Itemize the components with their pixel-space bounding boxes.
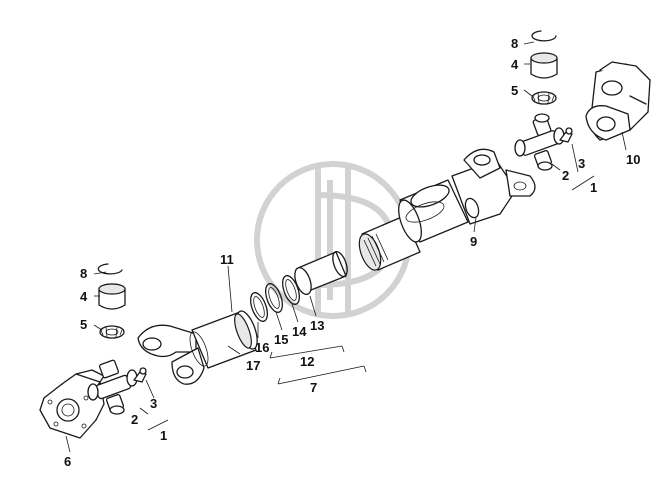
- callout-13: 13: [310, 318, 324, 333]
- cross-journal-left-2: [87, 359, 138, 415]
- seal-ring-15: [265, 283, 283, 313]
- callout-1-right: 1: [590, 180, 597, 195]
- bearing-cup-right-4: [530, 52, 558, 79]
- bearing-cup-left-4: [98, 283, 126, 310]
- seal-left-5: [99, 325, 125, 339]
- flange-yoke-left-6: [39, 369, 105, 439]
- callout-8-left: 8: [80, 266, 87, 281]
- callout-2-right: 2: [562, 168, 569, 183]
- callout-4-left: 4: [80, 289, 88, 304]
- callout-14: 14: [292, 324, 307, 339]
- tube-section: [398, 179, 469, 243]
- cross-journal-right-2: [514, 113, 565, 171]
- dust-sleeve-13: [294, 250, 348, 296]
- leader-lines: [65, 41, 627, 453]
- grease-fitting-left-3: [133, 367, 147, 383]
- callout-16: 16: [255, 340, 269, 355]
- callout-12: 12: [300, 354, 314, 369]
- callout-7: 7: [310, 380, 317, 395]
- callout-10: 10: [626, 152, 640, 167]
- callout-6: 6: [64, 454, 71, 469]
- callout-17: 17: [246, 358, 260, 373]
- callout-5-left: 5: [80, 317, 87, 332]
- slip-yoke-9: [451, 148, 536, 225]
- snap-ring-right-8: [531, 30, 557, 42]
- seal-right-5: [531, 91, 557, 105]
- callout-11: 11: [220, 252, 234, 267]
- callout-8-right: 8: [511, 36, 518, 51]
- callout-9: 9: [470, 234, 477, 249]
- slip-yoke-tube-17: [137, 310, 258, 385]
- seal-ring-14: [282, 275, 300, 305]
- grease-fitting-right-3: [559, 127, 573, 143]
- callout-1-left: 1: [160, 428, 167, 443]
- callout-5-right: 5: [511, 83, 518, 98]
- callout-3-left: 3: [150, 396, 157, 411]
- callout-4-right: 4: [511, 57, 519, 72]
- flange-yoke-right-10: [585, 61, 651, 141]
- callout-15: 15: [274, 332, 288, 347]
- seal-ring-16: [250, 292, 268, 322]
- callout-2-left: 2: [131, 412, 138, 427]
- callout-3-right: 3: [578, 156, 585, 171]
